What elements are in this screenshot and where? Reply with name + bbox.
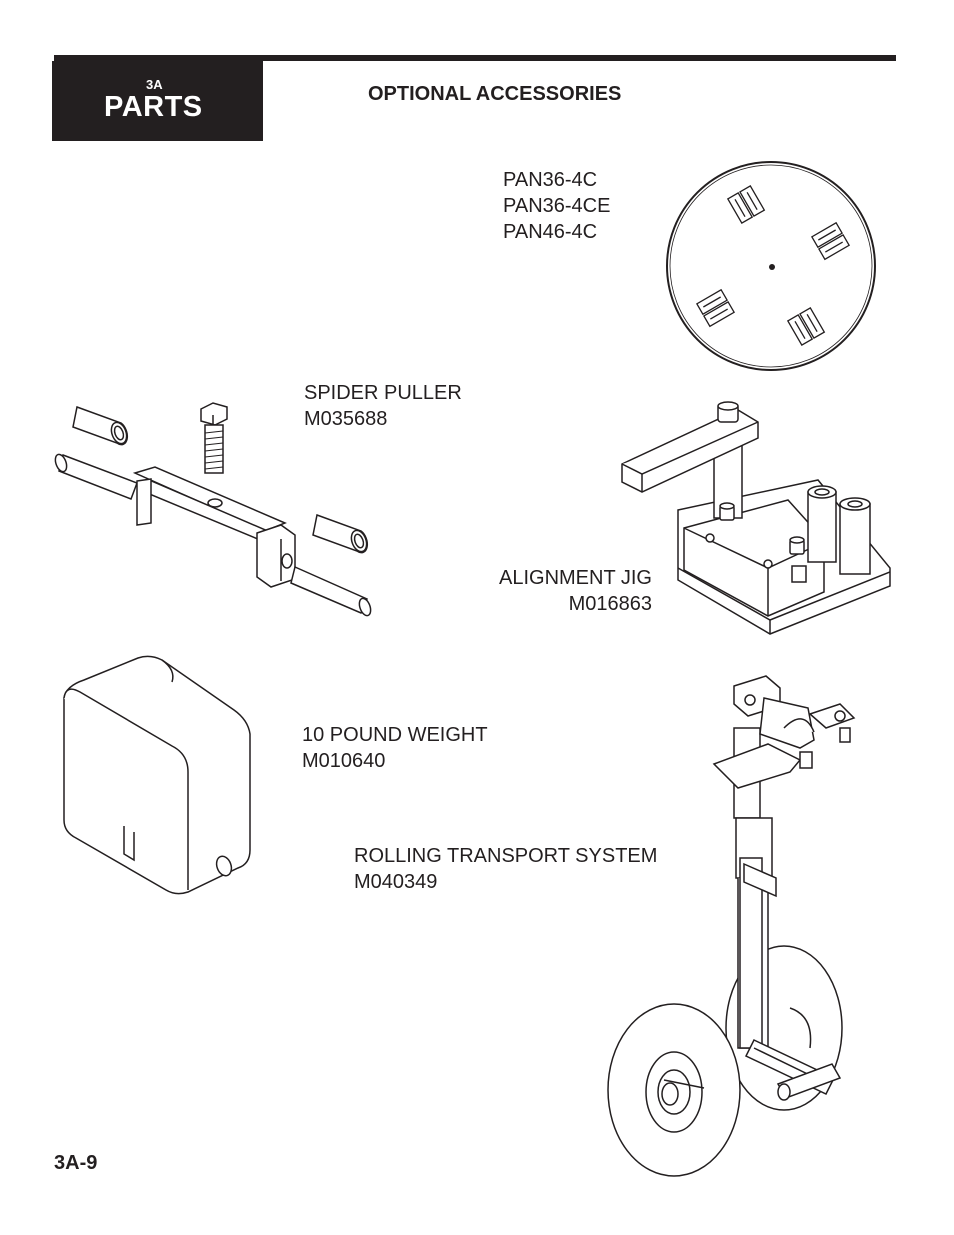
weight-part: M010640	[302, 750, 386, 772]
weight-name: 10 POUND WEIGHT	[302, 724, 488, 746]
pan-code: PAN36-4C	[503, 169, 598, 191]
weight-drawing	[58, 654, 268, 914]
page-number: 3A-9	[54, 1152, 98, 1174]
transport-label: ROLLING TRANSPORT SYSTEM M040349	[354, 843, 657, 895]
page-title: OPTIONAL ACCESSORIES	[368, 83, 622, 105]
pan-drawing	[664, 158, 879, 373]
pan-code: PAN46-4C	[503, 221, 598, 243]
weight-label: 10 POUND WEIGHT M010640	[302, 722, 488, 774]
section-tab: 3A PARTS	[52, 61, 263, 141]
spider-puller-label: SPIDER PULLER M035688	[304, 380, 462, 432]
transport-part: M040349	[354, 871, 438, 893]
alignment-jig-part: M016863	[568, 593, 652, 615]
spider-puller-name: SPIDER PULLER	[304, 382, 462, 404]
section-title: PARTS	[104, 91, 203, 123]
alignment-jig-label: ALIGNMENT JIG M016863	[440, 565, 652, 617]
pan-label: PAN36-4C PAN36-4CE PAN46-4C	[503, 167, 610, 245]
pan-code: PAN36-4CE	[503, 195, 611, 217]
transport-name: ROLLING TRANSPORT SYSTEM	[354, 845, 658, 867]
alignment-jig-drawing	[618, 400, 893, 640]
header-rule	[54, 55, 896, 61]
alignment-jig-name: ALIGNMENT JIG	[499, 567, 652, 589]
spider-puller-part: M035688	[304, 408, 388, 430]
transport-drawing	[604, 668, 894, 1180]
section-number: 3A	[146, 77, 163, 92]
spider-puller-drawing	[55, 395, 375, 620]
